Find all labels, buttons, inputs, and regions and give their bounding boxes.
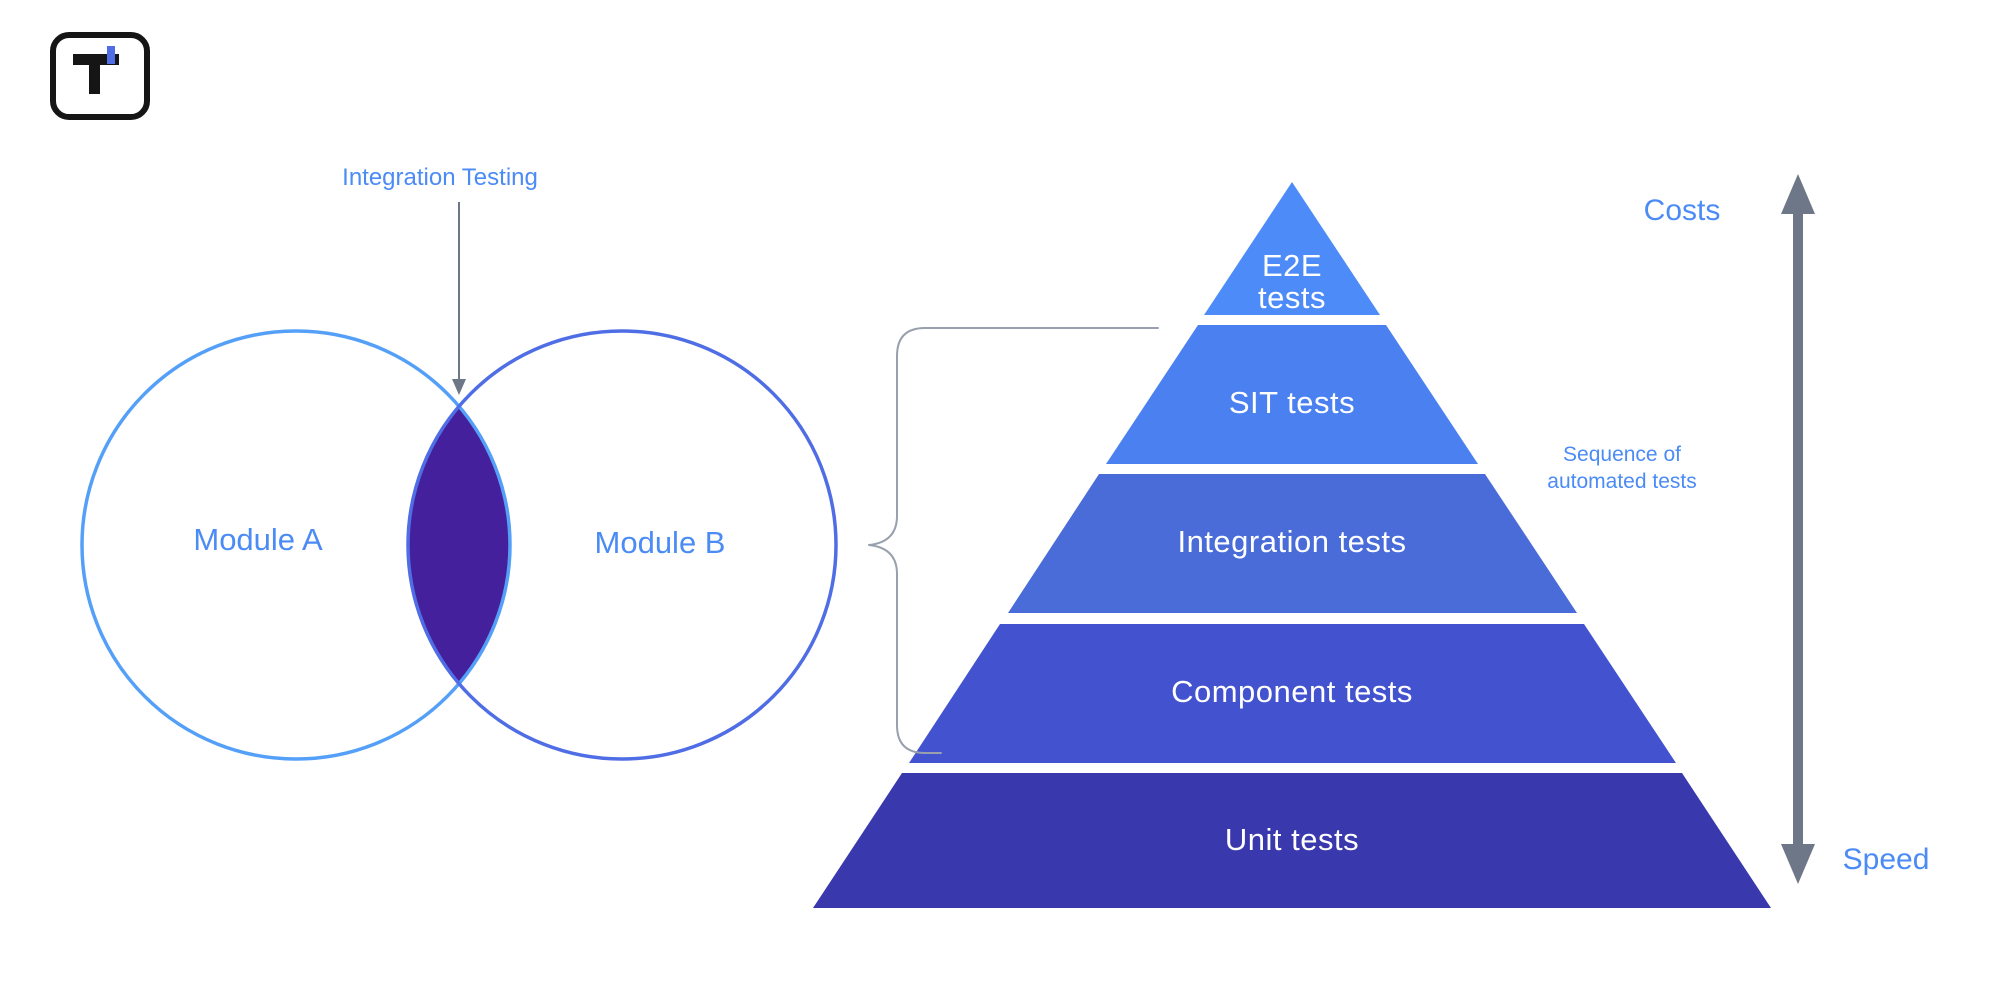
integration-testing-annotation: Integration Testing [342, 164, 538, 191]
venn-diagram [80, 202, 838, 761]
pyramid-label-sit: SIT tests [1228, 385, 1356, 420]
pyramid-level-e2e [1204, 182, 1380, 315]
sequence-label-line2: automated tests [1547, 470, 1697, 493]
axis-arrowhead-up-icon [1781, 174, 1815, 214]
costs-label: Costs [1643, 194, 1721, 227]
speed-label: Speed [1842, 843, 1930, 876]
axis-arrowhead-down-icon [1781, 844, 1815, 884]
costs-speed-axis [1781, 174, 1815, 884]
module-b-label: Module B [594, 525, 726, 560]
venn-circle-module-a [80, 329, 512, 761]
pyramid-label-e2e-line1: E2E [1261, 248, 1323, 283]
pyramid-level-unit [813, 773, 1771, 908]
pyramid-label-unit: Unit tests [1224, 822, 1360, 857]
pyramid-label-component: Component tests [1171, 674, 1413, 709]
annotation-arrowhead-icon [452, 379, 466, 395]
logo-t-stem [89, 54, 100, 94]
pyramid-label-e2e-line2: tests [1258, 280, 1326, 315]
venn-overlap-region [407, 406, 511, 684]
pyramid-level-sit [1106, 325, 1478, 464]
brand-logo [50, 32, 150, 120]
venn-circle-module-b [406, 329, 838, 761]
sequence-of-automated-tests-label: Sequence of automated tests [1492, 441, 1752, 495]
sequence-label-line1: Sequence of [1563, 443, 1681, 466]
pyramid-level-integration [1008, 474, 1577, 613]
logo-frame [50, 32, 150, 120]
pyramid-level-component [909, 624, 1676, 763]
test-pyramid [813, 182, 1771, 908]
logo-accent-tick [107, 46, 115, 64]
pyramid-label-integration: Integration tests [1177, 524, 1407, 559]
module-a-label: Module A [193, 522, 323, 557]
pyramid-label-e2e: E2E tests [1258, 250, 1326, 314]
grouping-brace [868, 327, 1159, 754]
